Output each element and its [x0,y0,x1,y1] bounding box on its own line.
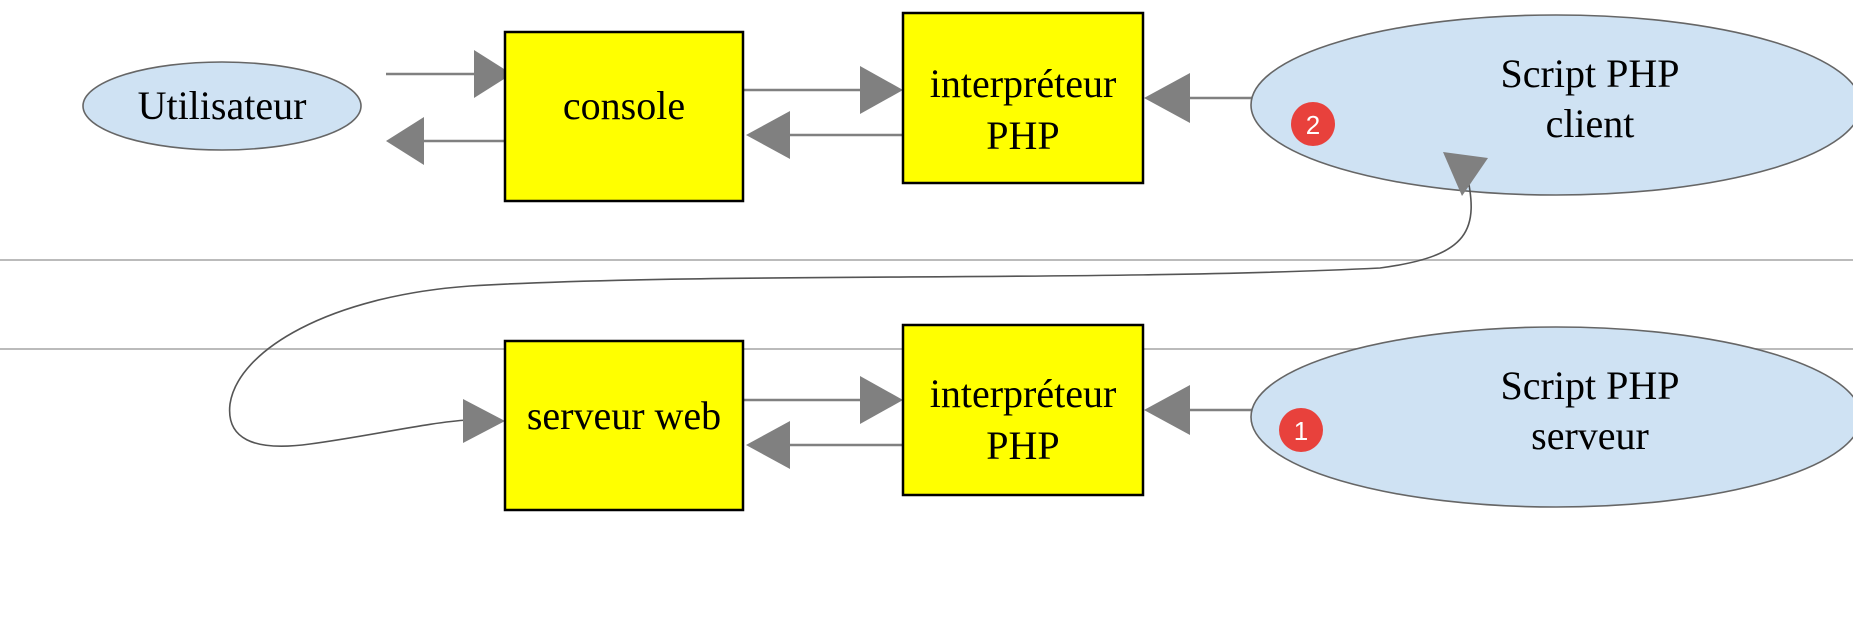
node-console-label: console [563,83,685,128]
connector-script-server-to-interpreter [1144,385,1252,435]
connector-user-to-console [386,50,512,98]
connector-console-to-interpreter [742,66,903,114]
connector-server-to-interpreter [742,376,903,424]
connector-script-client-to-interpreter [1144,73,1252,123]
connector-curve-client-to-server [228,152,1488,447]
node-script-php-client-label-line1: Script PHP [1501,51,1680,96]
badge-step-1-number: 1 [1294,416,1308,446]
node-utilisateur-label: Utilisateur [138,83,307,128]
badge-step-1: 1 [1279,408,1323,452]
node-interpreter-php-client[interactable]: interpréteur PHP [901,11,1145,185]
connector-console-to-user [386,117,505,165]
node-interpreter-php-server[interactable]: interpréteur PHP [901,323,1145,497]
node-script-php-server-label-line2: serveur [1531,413,1649,458]
node-interpreter-php-server-label-line1: interpréteur [930,371,1117,416]
node-script-php-server[interactable]: Script PHP serveur 1 [1250,326,1853,508]
node-script-php-client[interactable]: Script PHP client 2 [1250,14,1853,196]
node-console[interactable]: console [503,30,745,203]
node-interpreter-php-client-label-line1: interpréteur [930,61,1117,106]
node-script-php-server-label-line1: Script PHP [1501,363,1680,408]
node-utilisateur[interactable]: Utilisateur [82,61,362,151]
node-interpreter-php-server-label-line2: PHP [986,423,1059,468]
node-script-php-client-label-line2: client [1546,101,1635,146]
badge-step-2-number: 2 [1306,110,1320,140]
node-serveur-web[interactable]: serveur web [503,339,745,512]
connector-interpreter-to-console [746,111,903,159]
node-interpreter-php-client-label-line2: PHP [986,113,1059,158]
badge-step-2: 2 [1291,102,1335,146]
connector-interpreter-to-server [746,421,903,469]
node-serveur-web-label: serveur web [527,393,721,438]
